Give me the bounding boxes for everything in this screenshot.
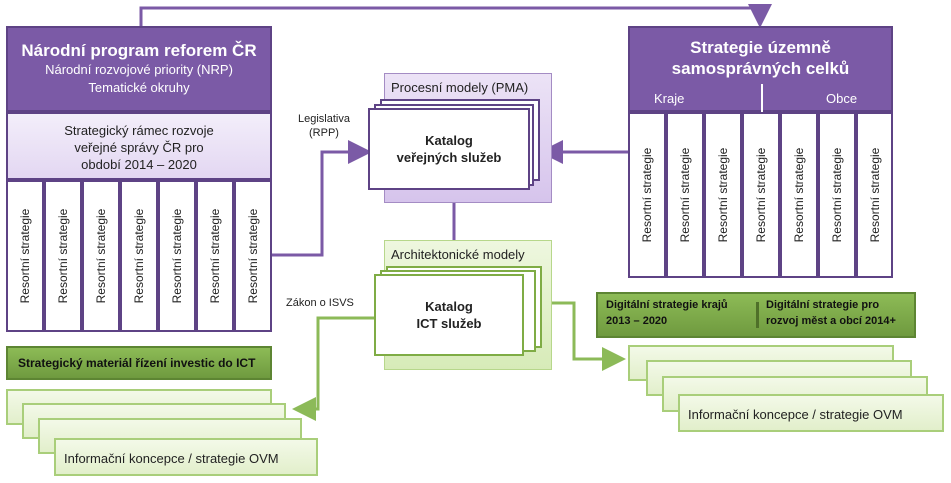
regional-digital-strategy-line1: Digitální strategie krajů [606,299,728,311]
legislation-label: Legislativa (RPP) [296,112,352,140]
strategy-label: Resortní strategie [830,147,844,243]
right-strategy-column: Resortní strategie [666,112,704,278]
strategy-label: Resortní strategie [56,208,70,304]
right-strategy-column: Resortní strategie [780,112,818,278]
left-strategy-column: Resortní strategie [196,180,234,332]
legislation-text: Legislativa [298,113,350,125]
digital-bar-divider [756,302,759,328]
right-strategy-column: Resortní strategie [704,112,742,278]
strategic-frame-line1: Strategický rámec rozvoje [64,123,214,138]
strategy-label: Resortní strategie [640,147,654,243]
strategy-label: Resortní strategie [208,208,222,304]
architecture-models-label: Architektonické modely [391,247,525,262]
municipal-digital-strategy-line2: rozvoj měst a obcí 2014+ [766,315,896,327]
national-priorities-label: Národní rozvojové priority (NRP) [45,62,233,77]
left-strategy-column: Resortní strategie [6,180,44,332]
public-services-catalog-line1: Katalog [425,133,473,148]
isvs-law-label: Zákon o ISVS [286,297,354,309]
left-strategy-column: Resortní strategie [234,180,272,332]
right-strategy-column: Resortní strategie [628,112,666,278]
ict-investment-material-bar: Strategický materiál řízení investic do … [6,346,272,380]
ict-services-catalog: Katalog ICT služeb [374,274,524,356]
public-services-catalog: Katalog veřejných služeb [368,108,530,190]
right-strategy-column: Resortní strategie [742,112,780,278]
process-models-label: Procesní modely (PMA) [391,80,529,95]
national-reform-program-box: Národní program reforem ČR Národní rozvo… [6,26,272,112]
right-strategy-column: Resortní strategie [818,112,856,278]
thematic-areas-label: Tematické okruhy [88,80,190,95]
strategy-label: Resortní strategie [792,147,806,243]
strategy-label: Resortní strategie [716,147,730,243]
public-services-catalog-line2: veřejných služeb [396,150,502,165]
left-concept-card: Informační koncepce / strategie OVM [54,438,318,476]
strategy-label: Resortní strategie [678,147,692,243]
territorial-strategy-title-1: Strategie územně [690,38,831,57]
kraje-obce-divider [761,84,763,112]
regional-digital-strategy-line2: 2013 – 2020 [606,315,668,327]
right-concept-card: Informační koncepce / strategie OVM [678,394,944,432]
ict-services-catalog-line2: ICT služeb [416,316,482,331]
strategy-label: Resortní strategie [867,147,882,243]
territorial-strategy-title-2: samosprávných celků [671,59,850,78]
municipal-digital-strategy: Digitální strategie pro rozvoj měst a ob… [766,297,896,329]
ict-investment-material-text: Strategický materiál řízení investic do … [18,356,256,370]
strategy-label: Resortní strategie [18,208,32,304]
kraje-label: Kraje [654,91,685,106]
left-strategy-column: Resortní strategie [158,180,196,332]
ict-services-catalog-line1: Katalog [425,299,473,314]
ict-to-left-card-connector [292,316,380,421]
national-reform-program-title: Národní program reforem ČR [21,41,257,60]
left-to-catalog-connector [272,140,372,257]
strategy-label: Resortní strategie [170,208,184,304]
top-connector [139,4,772,28]
rpp-text: (RPP) [309,127,339,139]
right-concept-card-text: Informační koncepce / strategie OVM [688,407,903,422]
left-strategy-column: Resortní strategie [82,180,120,332]
strategic-frame-line2: veřejné správy ČR pro [74,140,204,155]
strategy-label: Resortní strategie [246,208,260,304]
strategy-label: Resortní strategie [132,208,146,304]
strategic-frame-box: Strategický rámec rozvoje veřejné správy… [6,112,272,180]
left-strategy-column: Resortní strategie [120,180,158,332]
obce-label: Obce [826,91,858,106]
strategy-label: Resortní strategie [754,147,768,243]
left-strategy-column: Resortní strategie [44,180,82,332]
regional-digital-strategy: Digitální strategie krajů 2013 – 2020 [606,297,728,329]
left-department-strategies: Resortní strategie Resortní strategie Re… [6,180,272,332]
municipal-digital-strategy-line1: Digitální strategie pro [766,299,880,311]
left-concept-card-text: Informační koncepce / strategie OVM [64,451,279,466]
right-strategy-column: Resortní strategie [856,112,893,278]
strategy-label: Resortní strategie [94,208,108,304]
ict-to-right-card-connector [536,301,626,371]
strategic-frame-line3: období 2014 – 2020 [81,157,197,172]
right-department-strategies: Resortní strategie Resortní strategie Re… [628,112,893,278]
digital-strategies-bar: Digitální strategie krajů 2013 – 2020 Di… [596,292,916,338]
territorial-strategy-box: Strategie územně samosprávných celků Kra… [628,26,893,112]
